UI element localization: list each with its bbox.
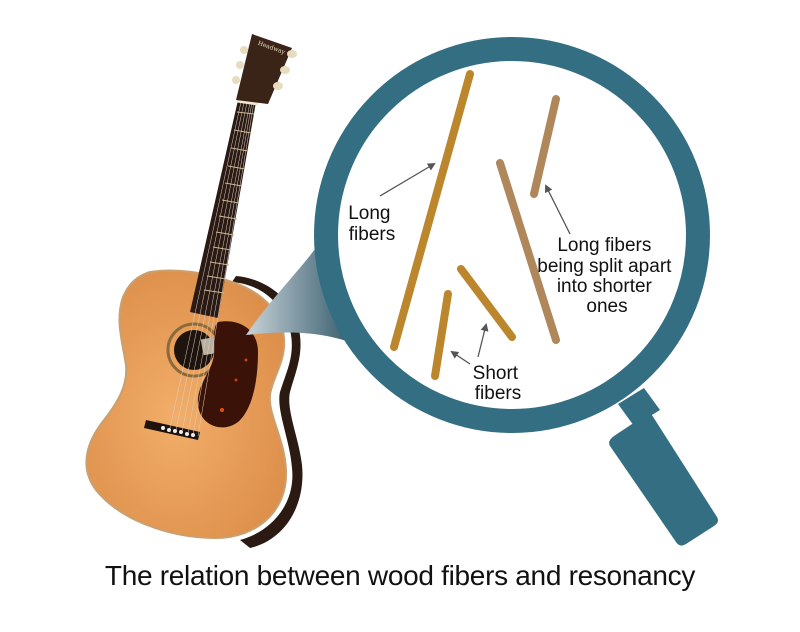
label-line: fibers: [475, 383, 521, 404]
short-fiber: [457, 265, 516, 341]
pickguard: [197, 321, 258, 428]
label-line: fibers: [349, 224, 395, 245]
tuning-pegs: [232, 46, 297, 90]
annotation-arrows: [379, 162, 571, 365]
long-fiber: [390, 70, 474, 351]
label-line: ones: [586, 296, 627, 317]
short-fiber: [431, 290, 452, 380]
guitar-side: [232, 276, 303, 548]
guitar-body: [85, 269, 288, 540]
splitting-fiber-upper: [530, 95, 560, 198]
label-line: Long: [348, 203, 390, 224]
label-line: into shorter: [557, 276, 653, 297]
magnifier-lens: [314, 37, 710, 433]
guitar-illustration: Headway: [85, 34, 303, 548]
label-short-fibers: Short fibers: [473, 363, 524, 404]
nut: [236, 99, 259, 106]
arrow-splitting-fibers: [545, 184, 571, 235]
arrow-short-fiber-left: [450, 350, 471, 365]
magnifier-callout: [246, 245, 358, 345]
label-line: being split apart: [537, 256, 672, 277]
diagram-caption: The relation between wood fibers and res…: [104, 560, 696, 591]
label-line: Short: [473, 363, 519, 384]
splitting-fiber-lower: [496, 159, 560, 344]
arrow-long-fibers: [379, 162, 436, 197]
label-long-fibers: Long fibers: [348, 203, 396, 245]
magnifier-handle: [609, 388, 718, 546]
strings: [169, 101, 255, 437]
arrow-short-fiber-right: [477, 323, 489, 358]
headstock: [236, 34, 292, 104]
label-splitting-fibers: Long fibers being split apart into short…: [537, 235, 676, 317]
label-line: Long fibers: [557, 235, 651, 256]
fretboard: [190, 100, 256, 318]
fibers: [390, 70, 560, 380]
